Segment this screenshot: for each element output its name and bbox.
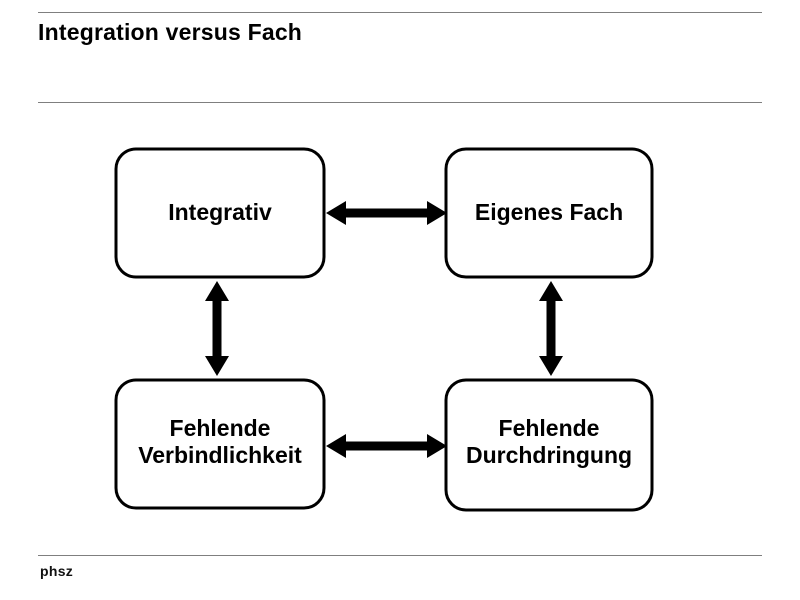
- node-eigenes-fach-label-line1: Eigenes Fach: [475, 199, 623, 225]
- node-eigenes-fach-shape[interactable]: [444, 147, 654, 279]
- header-top-rule: [38, 12, 762, 13]
- footer-rule: [38, 555, 762, 556]
- connector-left-vertical: [205, 281, 229, 376]
- node-fehlende-verbindlichkeit-label-line2: Verbindlichkeit: [138, 442, 302, 468]
- node-integrativ[interactable]: Integrativ: [114, 147, 326, 279]
- node-fehlende-durchdringung-label-line1: Fehlende: [499, 415, 600, 441]
- node-fehlende-verbindlichkeit-shape[interactable]: [114, 378, 326, 510]
- node-eigenes-fach[interactable]: Eigenes Fach: [444, 147, 654, 279]
- connector-right-vertical: [539, 281, 563, 376]
- connector-top-horizontal: [326, 201, 447, 225]
- footer-logo: phsz: [40, 563, 74, 579]
- page-title: Integration versus Fach: [38, 19, 303, 45]
- header-bottom-rule: [38, 102, 762, 103]
- node-fehlende-verbindlichkeit[interactable]: Fehlende Verbindlichkeit: [114, 378, 326, 510]
- node-integrativ-shape[interactable]: [114, 147, 326, 279]
- node-fehlende-durchdringung[interactable]: Fehlende Durchdringung: [444, 378, 654, 512]
- node-integrativ-label-line1: Integrativ: [168, 199, 272, 225]
- node-fehlende-durchdringung-shape[interactable]: [444, 378, 654, 512]
- node-fehlende-durchdringung-label-line2: Durchdringung: [466, 442, 632, 468]
- connector-bottom-horizontal: [326, 434, 447, 458]
- node-fehlende-verbindlichkeit-label-line1: Fehlende: [170, 415, 271, 441]
